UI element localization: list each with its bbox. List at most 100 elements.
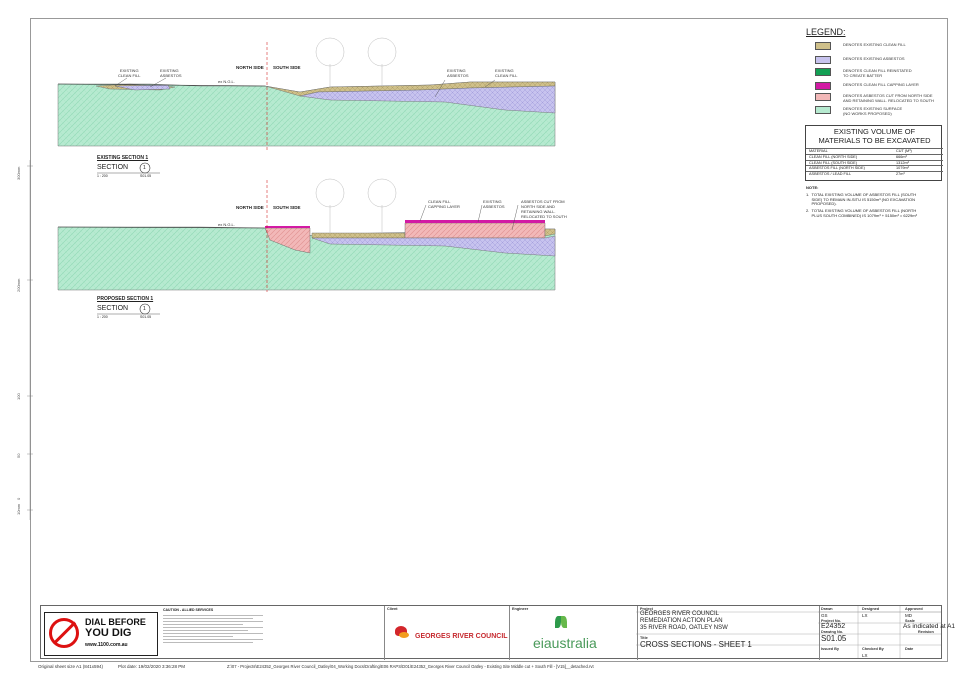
georges-river-council-logo: [393, 624, 411, 640]
project-no-label: Project No.: [821, 619, 842, 623]
legend-swatch-capping: [815, 82, 831, 90]
notes: NOTE: 1. TOTAL EXISTING VOLUME OF ASBEST…: [806, 185, 917, 219]
drawing-title: CROSS SECTIONS - SHEET 1: [640, 640, 752, 649]
approved-value: MD: [905, 613, 912, 618]
label-south-side: SOUTH SIDE: [273, 65, 301, 70]
issued-by-label: Issued By: [821, 647, 839, 651]
legend-text-reinstated: DENOTES CLEAN FILL REINSTATED TO CREATE …: [843, 68, 912, 78]
drawn-value: GS: [821, 613, 828, 618]
label-south-side-proposed: SOUTH SIDE: [273, 205, 301, 210]
label-existing-asbestos-right: EXISTING ASBESTOS: [447, 68, 469, 78]
volume-table-row: CLEAN FILL (SOUTH SIDE) 1312m³: [806, 159, 943, 166]
legend-title: LEGEND:: [806, 27, 846, 37]
volume-material: CLEAN FILL (SOUTH SIDE): [809, 160, 857, 165]
scale-label: Scale: [905, 619, 915, 623]
volume-material: ASBESTOS FILL (NORTH SIDE): [809, 166, 865, 171]
volume-table-row: ASBESTOS FILL (NORTH SIDE) 1079m³: [806, 165, 943, 171]
scale-ruler: [27, 160, 33, 520]
volume-table-row: CLEAN FILL (NORTH SIDE) 666m³: [806, 154, 943, 160]
caution-heading: CAUTION - ALLIED SERVICES: [163, 608, 214, 612]
volume-header-cut: CUT (M³): [896, 149, 912, 153]
volume-cut: 1079m³: [896, 166, 909, 171]
dbyd-line2: YOU DIG: [85, 627, 132, 639]
footer-sheet-size: Original sheet size A1 (841x594): [38, 664, 104, 669]
footer-path: Z:\07 - Projects\E24352_Georges River Co…: [227, 664, 594, 669]
legend-text-asbestos: DENOTES EXISTING ASBESTOS: [843, 56, 905, 61]
dbyd-url: www.1100.com.au: [85, 642, 128, 648]
checked-by-value: LX: [862, 653, 868, 658]
client-name: GEORGES RIVER COUNCIL: [415, 633, 508, 640]
project-no-value: E24352: [821, 623, 846, 630]
note-2: 2. TOTAL EXISTING VOLUME OF ASBESTOS FIL…: [806, 208, 917, 218]
approved-label: Approved: [905, 607, 923, 611]
label-existing-asbestos-proposed: EXISTING ASBESTOS: [483, 199, 505, 209]
volume-material: ASBESTOS / LEAD FILL: [809, 171, 852, 176]
engineer-label: Engineer: [512, 607, 529, 611]
dial-before-you-dig-logo: DIAL BEFORE YOU DIG www.1100.com.au: [44, 612, 158, 656]
legend-swatch-clean_fill: [815, 42, 831, 50]
existing-section-label: SECTION: [97, 164, 129, 171]
label-existing-asbestos: EXISTING ASBESTOS: [160, 68, 182, 78]
volume-table-header: MATERIAL CUT (M³): [806, 148, 943, 154]
drawing-no-label: Drawing No.: [821, 630, 844, 634]
title-block-lines: [636, 605, 942, 659]
ruler-label-50: 50: [16, 453, 21, 458]
legend-swatch-reinstated: [815, 68, 831, 76]
project-line2: REMEDIATION ACTION PLAN: [640, 618, 723, 624]
volume-table: EXISTING VOLUME OF MATERIALS TO BE EXCAV…: [805, 125, 943, 181]
dbyd-line1: DIAL BEFORE: [85, 617, 146, 627]
legend-text-capping: DENOTES CLEAN FILL CAPPING LAYER: [843, 82, 919, 87]
drawing-no-value: S01.05: [821, 634, 847, 643]
legend-text-clean_fill: DENOTES EXISTING CLEAN FILL: [843, 42, 906, 47]
legend-swatch-asbestos: [815, 56, 831, 64]
project-label: Project: [640, 607, 653, 611]
section-markers: [97, 162, 160, 315]
ruler-label-200: 200mm: [16, 278, 21, 292]
designed-value: LX: [862, 613, 868, 618]
label-north-side-proposed: NORTH SIDE: [236, 205, 264, 210]
scale-value: As indicated at A1: [903, 623, 956, 630]
ruler-label-300: 300mm: [16, 166, 21, 180]
note-1: 1. TOTAL EXISTING VOLUME OF ASBESTOS FIL…: [806, 191, 917, 207]
footer-plot-date: Plot date: 19/02/2020 3:36:28 PM: [118, 664, 186, 669]
drawn-label: Drawn: [821, 607, 833, 611]
engineer-name: eiaustralia: [533, 635, 597, 651]
legend-swatch-surface: [815, 106, 831, 114]
volume-cut: 1312m³: [896, 160, 909, 165]
proposed-section-sheet-ref: S01.05: [140, 315, 152, 319]
legend-swatch-relocated: [815, 93, 831, 101]
label-ngl-proposed: ex N.G.L.: [218, 222, 235, 227]
label-north-side: NORTH SIDE: [236, 65, 264, 70]
project-line3: 35 RIVER ROAD, OATLEY NSW: [640, 625, 728, 631]
caution-text-block: [163, 613, 263, 657]
no-dig-icon: [49, 618, 79, 648]
existing-section-number: 1: [143, 165, 146, 171]
existing-section-sheet-ref: S01.05: [140, 174, 152, 178]
revision-label: Revision: [918, 630, 934, 634]
designed-label: Designed: [862, 607, 880, 611]
proposed-section-scale: 1 : 200: [97, 315, 108, 319]
notes-heading: NOTE:: [806, 185, 819, 190]
volume-header-material: MATERIAL: [809, 149, 828, 153]
drawing-sheet: [30, 18, 948, 662]
proposed-section-number: 1: [143, 306, 146, 312]
volume-table-title: EXISTING VOLUME OF MATERIALS TO BE EXCAV…: [818, 127, 931, 145]
label-existing-clean-fill-right: EXISTING CLEAN FILL: [495, 68, 518, 78]
existing-section-scale: 1 : 200: [97, 174, 108, 178]
date-label: Date: [905, 647, 914, 651]
existing-section-drawing: [57, 37, 556, 150]
eiaustralia-leaf-icon: [553, 614, 569, 632]
proposed-section-title: PROPOSED SECTION 1: [97, 296, 154, 302]
volume-material: CLEAN FILL (NORTH SIDE): [809, 155, 858, 159]
existing-section-title: EXISTING SECTION 1: [97, 155, 149, 161]
client-label: Client: [387, 607, 398, 611]
volume-cut: 666m³: [896, 155, 907, 159]
title-block: DIAL BEFORE YOU DIG www.1100.com.au CAUT…: [40, 605, 955, 660]
legend-text-surface: DENOTES EXISTING SURFACE (NO WORKS PROPO…: [843, 106, 903, 116]
proposed-section-label: SECTION: [97, 305, 129, 312]
ruler-label-0: 0: [16, 497, 21, 500]
label-existing-clean-fill: EXISTING CLEAN FILL: [118, 68, 141, 78]
ruler-label-100: 100: [16, 393, 21, 400]
